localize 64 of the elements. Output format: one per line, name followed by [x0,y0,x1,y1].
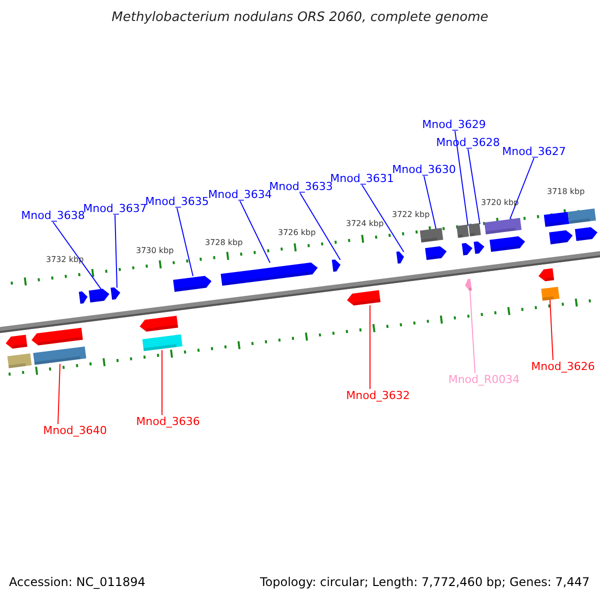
gene-block [396,251,404,264]
leader-line [362,184,404,252]
gene-block [140,316,178,332]
feature-block [142,334,182,352]
scale-label: 3728 kbp [205,239,243,247]
gene-block [32,328,83,346]
leader-line [300,192,341,260]
gene-label: Mnod_3634 [208,189,272,200]
footer-text: Topology: circular; Length: 7,772,460 bp; Genes: 7,447 [260,576,590,588]
scale-label: 3718 kbp [547,188,585,196]
gene-block [6,334,28,349]
gene-block [110,287,120,300]
feature-block [7,353,32,368]
gene-block [347,290,380,306]
title: Methylobacterium nodulans ORS 2060, complete genome [110,11,490,24]
feature-block [541,286,560,301]
gene-label: Mnod_3631 [330,173,394,184]
scale-label: 3726 kbp [278,229,316,237]
gene-block [538,268,554,282]
feature-block [544,212,570,227]
scale-label: 3722 kbp [392,211,430,219]
feature-block [484,218,522,234]
leader-line [176,208,194,277]
gene-label: Mnod_3632 [346,390,410,401]
gene-label: Mnod_3630 [392,164,456,175]
gene-block [574,227,598,242]
leader-line [52,222,102,290]
leader-line [550,299,554,360]
footer-text: Accession: NC_011894 [9,576,146,588]
gene-label: Mnod_3636 [136,416,200,427]
gene-label: Mnod_3626 [531,361,595,372]
leader-line [454,130,468,226]
gene-label: Mnod_3633 [269,181,333,192]
gene-label: Mnod_3638 [21,210,85,221]
gene-block [549,230,573,244]
feature-block [568,208,596,224]
feature-block [456,224,469,238]
feature-block [468,223,481,236]
leader-line [114,214,118,288]
gene-block [173,276,212,292]
gene-block [220,262,318,286]
gene-label: Mnod_3640 [43,425,107,436]
gene-block [332,259,341,272]
leader-line [240,200,270,264]
gene-label: Mnod_3627 [502,146,566,157]
leader-line [510,158,534,220]
gene-block [465,278,472,291]
scale-label: 3730 kbp [136,247,174,255]
gene-block [78,291,88,304]
gene-block [462,242,472,256]
gene-label: Mnod_3635 [145,196,209,207]
gene-label: Mnod_R0034 [448,374,520,385]
feature-block [420,228,444,242]
gene-block [490,236,526,252]
leader-line [470,290,476,374]
gene-block [425,246,447,260]
leader-line [58,363,60,424]
leader-line [468,148,480,225]
feature-block [33,346,86,365]
gene-block [474,241,484,254]
scale-label: 3724 kbp [346,220,384,228]
leader-line [424,176,436,230]
gene-label: Mnod_3629 [422,119,486,130]
gene-label: Mnod_3637 [83,203,147,214]
